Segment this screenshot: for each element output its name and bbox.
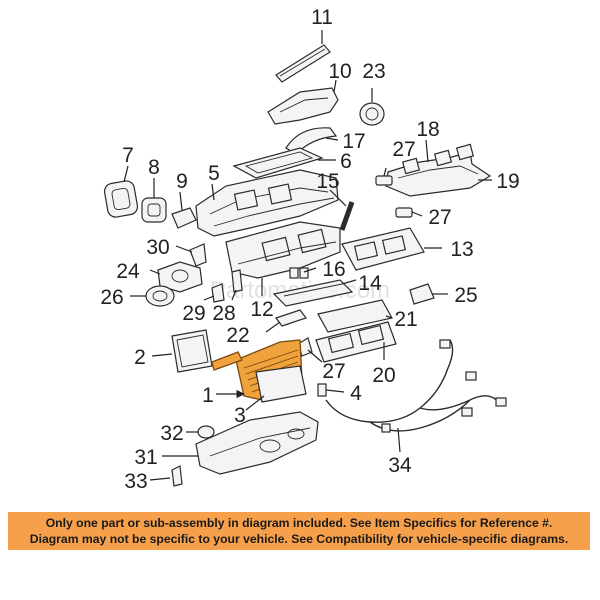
part-16-clip — [289, 267, 309, 279]
part-17-duct — [285, 127, 338, 155]
callout-31: 31 — [134, 446, 157, 469]
callout-12: 12 — [250, 298, 273, 321]
callout-13: 13 — [450, 238, 473, 261]
part-14-plate — [272, 279, 354, 307]
callout-labels: 11 10 23 17 6 18 27 19 7 8 9 5 15 27 13 … — [100, 6, 519, 493]
callout-15: 15 — [316, 170, 339, 193]
callout-33: 33 — [124, 470, 147, 493]
part-33-clip — [171, 465, 183, 487]
callout-22: 22 — [226, 324, 249, 347]
part-28-clip — [231, 269, 243, 293]
part-32-grommet — [197, 425, 215, 439]
part-3-gasket — [255, 365, 307, 403]
callout-30: 30 — [146, 236, 169, 259]
callout-28: 28 — [212, 302, 235, 325]
part-30-lever — [189, 243, 207, 267]
callout-18: 18 — [416, 118, 439, 141]
callout-19: 19 — [496, 170, 519, 193]
part-27-clip-mid — [395, 207, 413, 218]
callout-17: 17 — [342, 130, 365, 153]
disclaimer-line-1: Only one part or sub-assembly in diagram… — [45, 516, 553, 530]
part-34-wiring-harness — [325, 339, 507, 433]
callout-2: 2 — [134, 346, 146, 369]
part-26-blower — [145, 285, 175, 307]
callout-34: 34 — [388, 454, 412, 477]
leader-lines — [123, 30, 492, 481]
callout-16: 16 — [322, 258, 345, 281]
part-13-door — [341, 227, 425, 271]
callout-9: 9 — [176, 170, 188, 193]
part-25-block — [409, 283, 435, 305]
callout-10: 10 — [328, 60, 351, 83]
callout-4: 4 — [350, 382, 362, 405]
part-22-bracket — [275, 309, 307, 327]
callout-21: 21 — [394, 308, 417, 331]
part-10-duct — [267, 87, 339, 125]
exploded-parts-diagram: Partomotive.com — [100, 6, 519, 493]
part-9-fitting — [171, 207, 197, 229]
callout-14: 14 — [358, 272, 382, 295]
part-4-fitting — [317, 383, 327, 397]
callout-6: 6 — [340, 150, 352, 173]
part-5-upper-case — [195, 169, 339, 237]
callout-27-c: 27 — [322, 360, 345, 383]
disclaimer-banner: Only one part or sub-assembly in diagram… — [8, 512, 590, 550]
part-29-clip — [211, 283, 225, 303]
callout-1: 1 — [202, 384, 214, 407]
callout-27-b: 27 — [428, 206, 451, 229]
callout-8: 8 — [148, 156, 160, 179]
callout-32: 32 — [160, 422, 183, 445]
part-27-clip-upper — [375, 175, 393, 186]
callout-5: 5 — [208, 162, 220, 185]
part-31-lower-case — [195, 411, 319, 475]
part-7-seal — [103, 180, 139, 218]
callout-23: 23 — [362, 60, 385, 83]
callout-11: 11 — [311, 6, 333, 29]
callout-29: 29 — [182, 302, 205, 325]
callout-7: 7 — [122, 144, 134, 167]
callout-26: 26 — [100, 286, 123, 309]
part-11-bar — [275, 44, 331, 83]
callout-25: 25 — [454, 284, 477, 307]
callout-3: 3 — [234, 404, 246, 427]
callout-24: 24 — [116, 260, 140, 283]
part-20-door-lower — [315, 321, 397, 363]
part-18-duct-assembly — [385, 143, 492, 197]
part-2-filter — [171, 329, 213, 373]
part-8-seal — [141, 197, 167, 223]
part-23-actuator — [359, 102, 385, 126]
callout-20: 20 — [372, 364, 395, 387]
disclaimer-line-2: Diagram may not be specific to your vehi… — [29, 532, 569, 546]
part-15-rod — [339, 201, 355, 231]
part-6-gasket — [232, 147, 324, 179]
callout-27-a: 27 — [392, 138, 415, 161]
